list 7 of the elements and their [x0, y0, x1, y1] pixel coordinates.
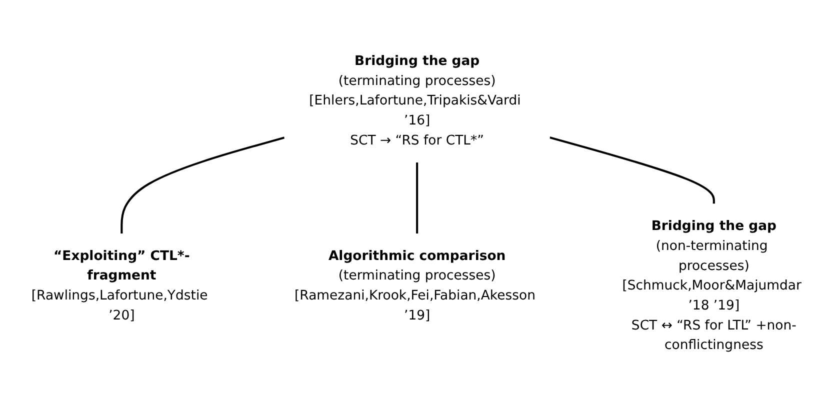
- node-text: Bridging the gap (non-terminating processes) [Schmuck,Moor&Majumdar ’18 ’19] SCT ↔ “RS for LTL” +non-conflictingness: [622, 218, 802, 352]
- node-text: Algorithmic comparison (terminating processes) [Ramezani,Krook,Fei,Fabian,Akesson ’19]: [294, 248, 536, 323]
- connector: [416, 162, 418, 234]
- connector: [550, 136, 715, 204]
- node-text: “Exploiting” CTL*-fragment [Rawlings,Lafortune,Ydstie ’20]: [31, 248, 208, 323]
- node-text: Bridging the gap (terminating processes) [Ehlers,Lafortune,Tripakis&Vardi ’16] SCT → “RS for CTL*”: [309, 52, 521, 148]
- connector: [120, 136, 285, 234]
